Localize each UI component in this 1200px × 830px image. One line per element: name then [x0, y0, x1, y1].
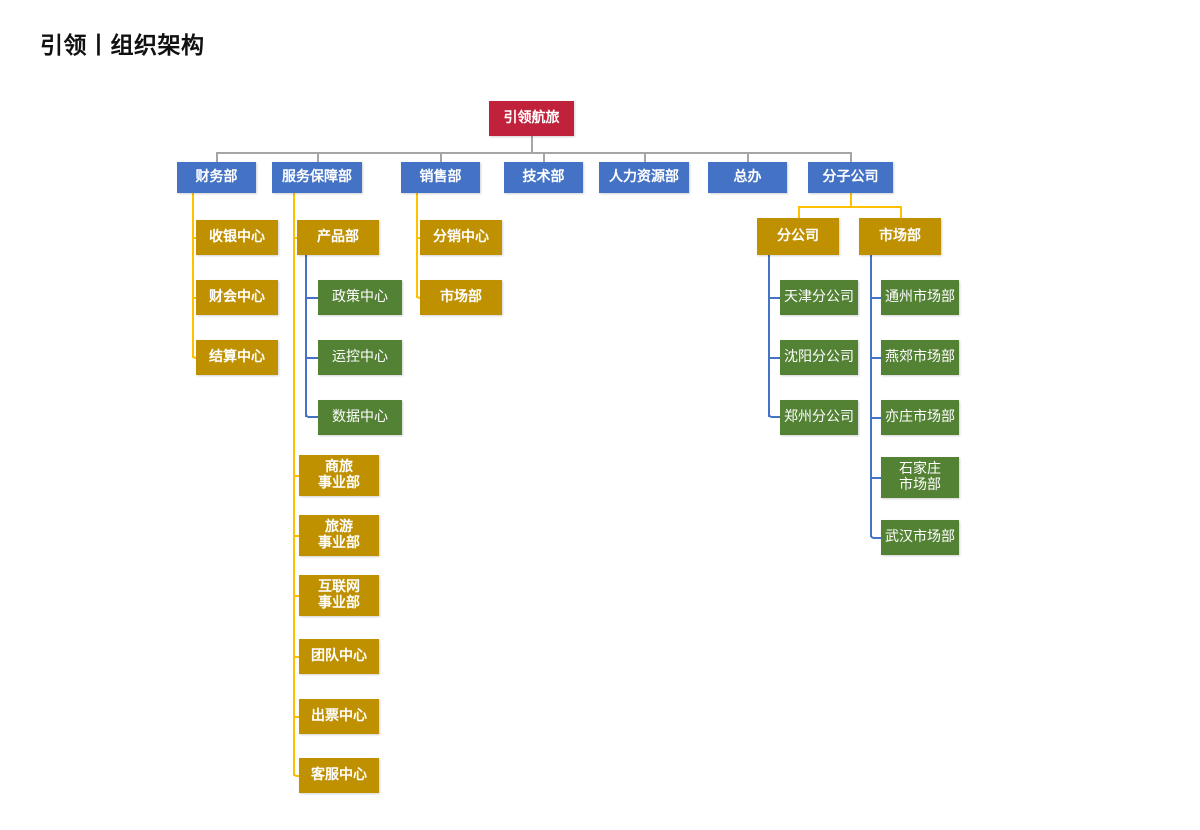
node-dept-sales[interactable]: 销售部 — [401, 162, 480, 193]
connector-drop-finance — [216, 152, 218, 162]
node-dept-subsidiary[interactable]: 分子公司 — [808, 162, 893, 193]
connector-subsidiary-bus — [798, 206, 900, 208]
node-service-product-dept[interactable]: 产品部 — [297, 220, 379, 255]
connector-drop-general — [747, 152, 749, 162]
node-service-business-travel-division[interactable]: 商旅 事业部 — [299, 455, 379, 496]
node-service-team-center[interactable]: 团队中心 — [299, 639, 379, 674]
node-branch-tianjin[interactable]: 天津分公司 — [780, 280, 858, 315]
connector-drop-subsidiary — [850, 152, 852, 162]
node-subsidiary-market-dept[interactable]: 市场部 — [859, 218, 941, 255]
connector-submarket-to-shijiazhuang — [870, 477, 881, 479]
connector-submarket-to-yanjiao — [870, 357, 881, 359]
page-title: 引领丨组织架构 — [40, 33, 205, 59]
connector-product-spine — [305, 255, 307, 417]
connector-branch-to-shenyang — [768, 357, 780, 359]
node-market-yanjiao[interactable]: 燕郊市场部 — [881, 340, 959, 375]
node-market-shijiazhuang[interactable]: 石家庄 市场部 — [881, 457, 959, 498]
connector-branch-to-tianjin — [768, 297, 780, 299]
connector-root-stem — [531, 136, 533, 152]
connector-submarket-spine — [870, 255, 872, 537]
connector-sales-spine — [416, 193, 418, 298]
node-product-data-center[interactable]: 数据中心 — [318, 400, 402, 435]
connector-service-spine — [293, 193, 295, 776]
connector-product-to-operation — [305, 357, 318, 359]
node-finance-accounting-center[interactable]: 财会中心 — [196, 280, 278, 315]
node-branch-zhengzhou[interactable]: 郑州分公司 — [780, 400, 858, 435]
node-service-internet-division[interactable]: 互联网 事业部 — [299, 575, 379, 616]
connector-subsidiary-stem — [850, 193, 852, 206]
node-market-tongzhou[interactable]: 通州市场部 — [881, 280, 959, 315]
node-branch-shenyang[interactable]: 沈阳分公司 — [780, 340, 858, 375]
connector-product-to-policy — [305, 297, 318, 299]
node-subsidiary-branch-company[interactable]: 分公司 — [757, 218, 839, 255]
connector-finance-spine — [192, 193, 194, 358]
connector-drop-service — [317, 152, 319, 162]
node-market-yizhuang[interactable]: 亦庄市场部 — [881, 400, 959, 435]
connector-subsidiary-drop-market — [900, 206, 902, 218]
connector-branch-to-zhengzhou — [768, 400, 782, 418]
node-finance-settlement-center[interactable]: 结算中心 — [196, 340, 278, 375]
node-root-company[interactable]: 引领航旅 — [489, 101, 574, 136]
node-sales-distribution-center[interactable]: 分销中心 — [420, 220, 502, 255]
node-product-operation-center[interactable]: 运控中心 — [318, 340, 402, 375]
node-dept-service[interactable]: 服务保障部 — [272, 162, 362, 193]
connector-drop-hr — [644, 152, 646, 162]
node-sales-market-dept[interactable]: 市场部 — [420, 280, 502, 315]
node-service-ticketing-center[interactable]: 出票中心 — [299, 699, 379, 734]
connector-product-to-data — [305, 400, 320, 418]
node-service-customer-center[interactable]: 客服中心 — [299, 758, 379, 793]
connector-drop-sales — [440, 152, 442, 162]
connector-drop-tech — [543, 152, 545, 162]
node-product-policy-center[interactable]: 政策中心 — [318, 280, 402, 315]
node-dept-general-office[interactable]: 总办 — [708, 162, 787, 193]
connector-submarket-to-yizhuang — [870, 417, 881, 419]
node-dept-hr[interactable]: 人力资源部 — [599, 162, 689, 193]
connector-subsidiary-drop-branch — [798, 206, 800, 218]
node-dept-tech[interactable]: 技术部 — [504, 162, 583, 193]
connector-root-bus — [216, 152, 850, 154]
connector-submarket-to-tongzhou — [870, 297, 881, 299]
node-market-wuhan[interactable]: 武汉市场部 — [881, 520, 959, 555]
node-dept-finance[interactable]: 财务部 — [177, 162, 256, 193]
connector-branch-spine — [768, 255, 770, 417]
node-service-tourism-division[interactable]: 旅游 事业部 — [299, 515, 379, 556]
node-finance-cashier-center[interactable]: 收银中心 — [196, 220, 278, 255]
connector-submarket-to-wuhan — [870, 520, 883, 539]
